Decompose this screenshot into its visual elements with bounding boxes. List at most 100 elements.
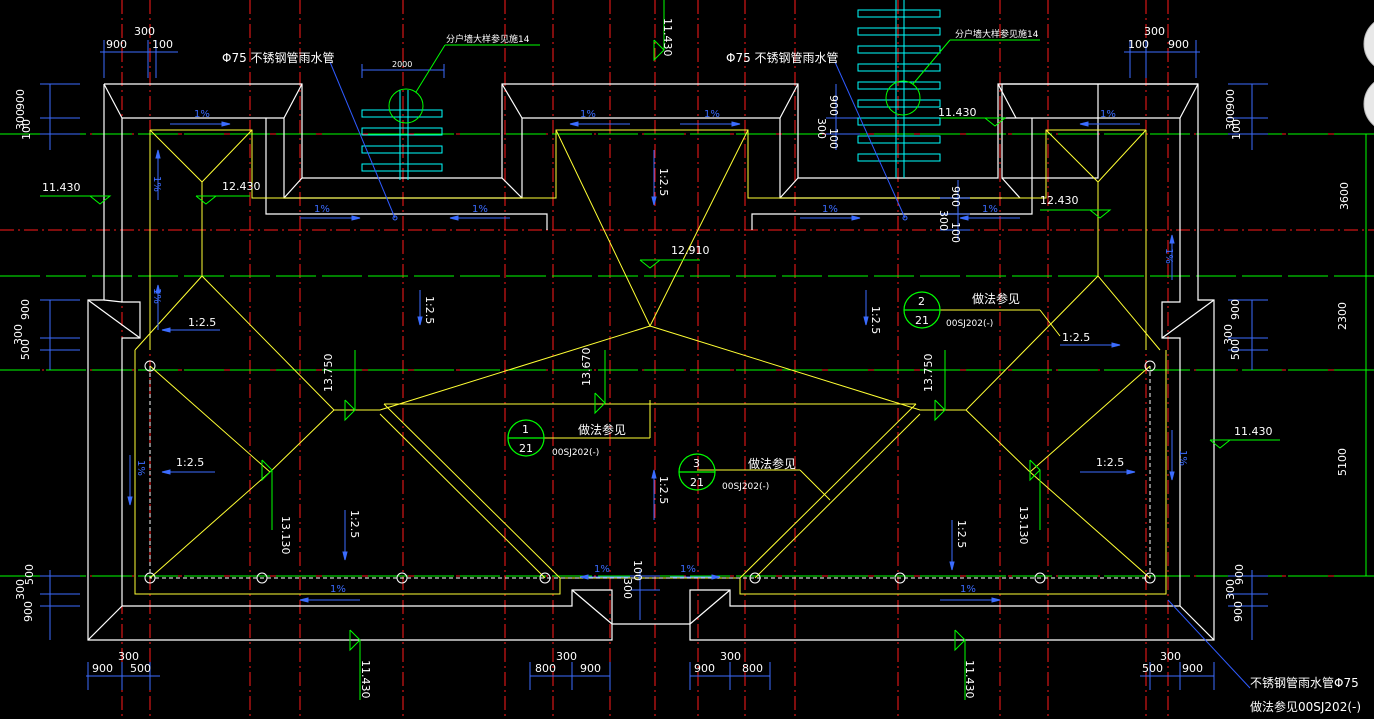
gutter-dashed bbox=[149, 366, 1151, 579]
drain-icon bbox=[1144, 572, 1156, 584]
ladder-note-right: 分户墙大样参见施14 bbox=[955, 28, 1039, 40]
axis-grid-horizontal bbox=[0, 133, 1374, 577]
callout-number: 1 bbox=[522, 423, 529, 436]
drain-icon bbox=[894, 572, 906, 584]
drain-icon bbox=[144, 360, 156, 372]
slope-label: 1% bbox=[1163, 248, 1174, 264]
dim-text: 900 bbox=[106, 38, 127, 51]
slope-ratio: 1:2.5 bbox=[657, 476, 670, 504]
slope-ratio: 1:2.5 bbox=[1062, 331, 1090, 344]
elevation-label: 13.750 bbox=[322, 354, 335, 393]
callout-ref: 00SJ202(-) bbox=[552, 448, 599, 458]
slope-label: 1% bbox=[194, 109, 210, 120]
slope-label: 1% bbox=[135, 460, 146, 476]
callout-ref: 00SJ202(-) bbox=[946, 319, 993, 329]
ladder-width-dim: 2000 bbox=[392, 60, 412, 69]
elevation-label: 12.910 bbox=[671, 244, 710, 257]
slope-label: 1% bbox=[330, 584, 346, 595]
viewport-controls[interactable] bbox=[1363, 16, 1374, 132]
detail-leaders bbox=[388, 39, 1040, 124]
pipe-note-left: Φ75 不锈钢管雨水管 bbox=[222, 50, 335, 65]
slope-ratio: 1:2.5 bbox=[348, 510, 361, 538]
dim-text: 900 bbox=[694, 662, 715, 675]
slope-label: 1% bbox=[151, 176, 162, 192]
dim-text: 300 bbox=[556, 650, 577, 663]
dim-text: 300 bbox=[1224, 579, 1237, 600]
dim-text: 300 bbox=[118, 650, 139, 663]
elevation-label: 13.750 bbox=[922, 354, 935, 393]
slope-label: 1% bbox=[1100, 109, 1116, 120]
drain-icon bbox=[539, 572, 551, 584]
dim-text: 900 bbox=[1224, 89, 1237, 110]
dim-text: 100 bbox=[949, 222, 962, 243]
slope-label: 1% bbox=[704, 109, 720, 120]
dim-text: 900 bbox=[1229, 299, 1242, 320]
zoom-out-button[interactable] bbox=[1363, 76, 1374, 132]
slope-label: 1% bbox=[151, 288, 162, 304]
leader-lines bbox=[329, 61, 1251, 689]
callout-title: 做法参见 bbox=[578, 422, 626, 437]
dim-text: 900 bbox=[22, 601, 35, 622]
dim-text: 500 bbox=[19, 339, 32, 360]
elevation-label: 11.430 bbox=[963, 660, 976, 699]
dim-text: 100 bbox=[20, 119, 33, 140]
elevation-label: 11.430 bbox=[1234, 425, 1273, 438]
dim-text: 300 bbox=[12, 324, 25, 345]
dim-text: 100 bbox=[631, 560, 644, 581]
drain-icon bbox=[749, 572, 761, 584]
drain-icon bbox=[396, 572, 408, 584]
slope-ratio: 1:2.5 bbox=[955, 520, 968, 548]
dim-text: 300 bbox=[720, 650, 741, 663]
dim-text: 100 bbox=[1230, 119, 1243, 140]
elevation-label: 11.430 bbox=[359, 660, 372, 699]
dim-text: 300 bbox=[937, 210, 950, 231]
drain-icon bbox=[1144, 360, 1156, 372]
dim-text: 500 bbox=[130, 662, 151, 675]
slope-arrows bbox=[127, 121, 1175, 603]
elevation-label: 12.430 bbox=[222, 180, 261, 193]
slope-ratio: 1:2.5 bbox=[869, 306, 882, 334]
slope-ratio: 1:2.5 bbox=[1096, 456, 1124, 469]
callout-sheet: 21 bbox=[690, 476, 704, 489]
dim-text: 800 bbox=[742, 662, 763, 675]
dim-text: 500 bbox=[1142, 662, 1163, 675]
dim-text: 300 bbox=[1222, 324, 1235, 345]
callout-ref: 00SJ202(-) bbox=[722, 482, 769, 492]
zoom-in-button[interactable] bbox=[1363, 16, 1374, 72]
dim-text: 900 bbox=[580, 662, 601, 675]
slope-label: 1% bbox=[580, 109, 596, 120]
callout-title: 做法参见 bbox=[748, 456, 796, 471]
roof-drains bbox=[144, 360, 1156, 584]
ladder-note-left: 分户墙大样参见施14 bbox=[446, 33, 530, 45]
dim-text: 300 bbox=[621, 578, 634, 599]
callout-sheet: 21 bbox=[915, 314, 929, 327]
dim-total: 5100 bbox=[1336, 448, 1349, 476]
elevation-label: 11.430 bbox=[661, 18, 674, 57]
dim-text: 300 bbox=[134, 25, 155, 38]
slope-label: 1% bbox=[594, 564, 610, 575]
slope-label: 1% bbox=[680, 564, 696, 575]
dim-text: 300 bbox=[14, 109, 27, 130]
callout-number: 3 bbox=[693, 457, 700, 470]
elevation-label: 11.430 bbox=[42, 181, 81, 194]
dim-text: 900 bbox=[14, 89, 27, 110]
ladder-details bbox=[361, 0, 941, 180]
dim-text: 900 bbox=[1182, 662, 1203, 675]
dim-text: 800 bbox=[535, 662, 556, 675]
drain-icon bbox=[1034, 572, 1046, 584]
slope-ratio: 1:2.5 bbox=[423, 296, 436, 324]
dim-text: 100 bbox=[1128, 38, 1149, 51]
drain-icon bbox=[144, 572, 156, 584]
dim-text: 100 bbox=[152, 38, 173, 51]
dim-text: 900 bbox=[949, 186, 962, 207]
elevation-label: 13.130 bbox=[279, 516, 292, 555]
dim-text: 300 bbox=[1224, 109, 1237, 130]
dim-text: 300 bbox=[14, 579, 27, 600]
dim-text: 500 bbox=[1229, 339, 1242, 360]
ref-note-bottom: 做法参见00SJ202(-) bbox=[1250, 699, 1361, 714]
dim-text: 500 bbox=[23, 564, 36, 585]
dim-text: 300 bbox=[1144, 25, 1165, 38]
dimension-lines bbox=[40, 40, 1268, 690]
dim-text: 900 bbox=[1232, 601, 1245, 622]
